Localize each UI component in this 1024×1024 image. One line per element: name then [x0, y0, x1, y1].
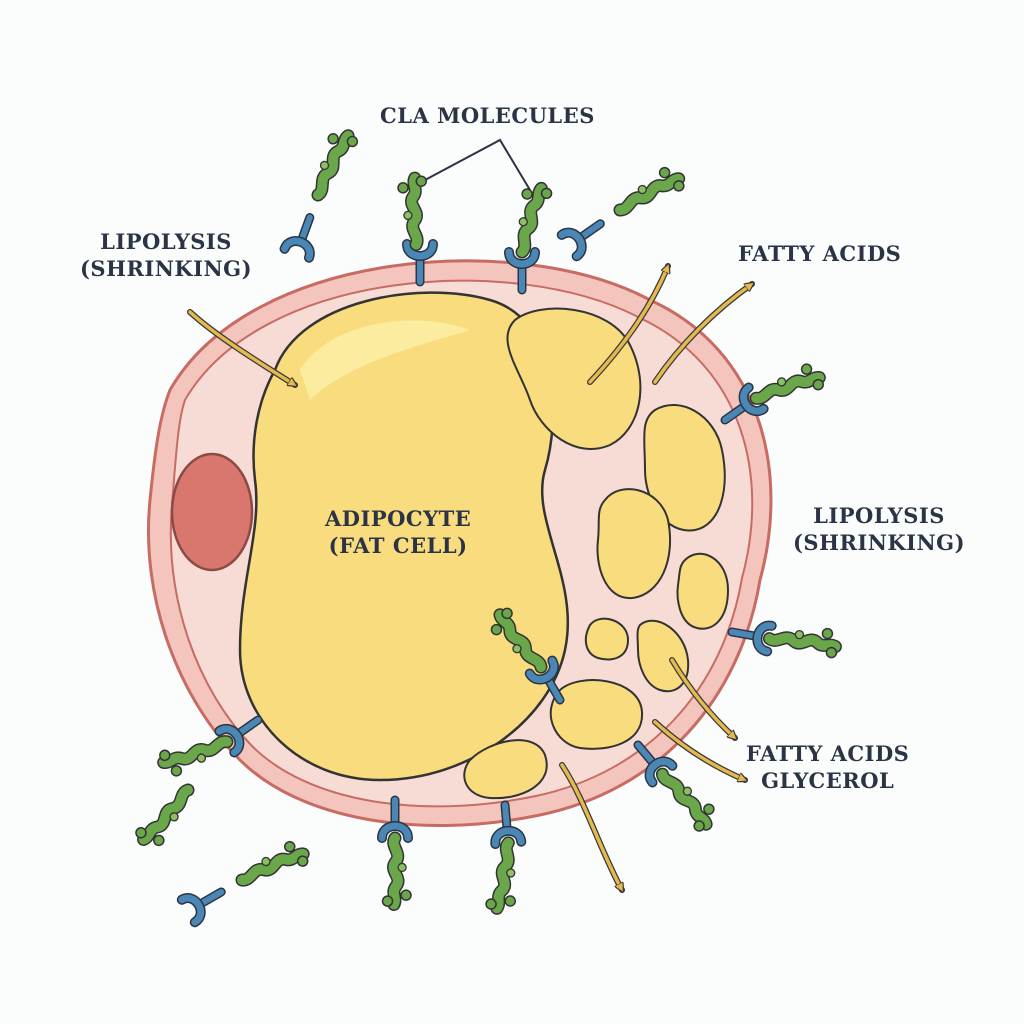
- droplet-highlight: [300, 320, 470, 400]
- fatty-acids-bottom-text: FATTY ACIDS: [746, 741, 910, 766]
- label-fatty-acids-glycerol: FATTY ACIDS GLYCEROL: [746, 740, 909, 795]
- label-adipocyte: ADIPOCYTE (FAT CELL): [325, 505, 471, 560]
- arrow-fatty-acids-3: [669, 657, 735, 741]
- small-fat-droplets: [463, 307, 730, 800]
- label-fatty-acids-top: FATTY ACIDS: [738, 240, 901, 267]
- lipolysis-left-line2: (SHRINKING): [80, 256, 253, 282]
- label-lipolysis-right: LIPOLYSIS (SHRINKING): [793, 502, 965, 557]
- arrow-fatty-acids-2: [652, 281, 752, 385]
- arrow-glycerol: [652, 719, 745, 783]
- fatty-acids-top-text: FATTY ACIDS: [738, 241, 902, 266]
- nucleus: [170, 452, 254, 572]
- arrows: [187, 266, 752, 890]
- cla-molecules-text: CLA MOLECULES: [380, 103, 595, 128]
- central-fat-droplet: [238, 291, 570, 782]
- arrow-fatty-acids-1: [587, 266, 671, 385]
- cla-leader-line: [424, 138, 531, 191]
- lipolysis-left-line1: LIPOLYSIS: [100, 229, 232, 254]
- glycerol-text: GLYCEROL: [761, 768, 895, 794]
- adipocyte-line2: (FAT CELL): [328, 533, 468, 559]
- label-lipolysis-left: LIPOLYSIS (SHRINKING): [80, 228, 252, 283]
- adipocyte-line1: ADIPOCYTE: [325, 506, 472, 531]
- label-cla-molecules: CLA MOLECULES: [380, 102, 595, 129]
- lipolysis-right-line1: LIPOLYSIS: [813, 503, 945, 528]
- lipolysis-right-line2: (SHRINKING): [793, 530, 966, 556]
- arrow-lipolysis-left: [187, 309, 295, 388]
- arrow-down: [559, 762, 625, 890]
